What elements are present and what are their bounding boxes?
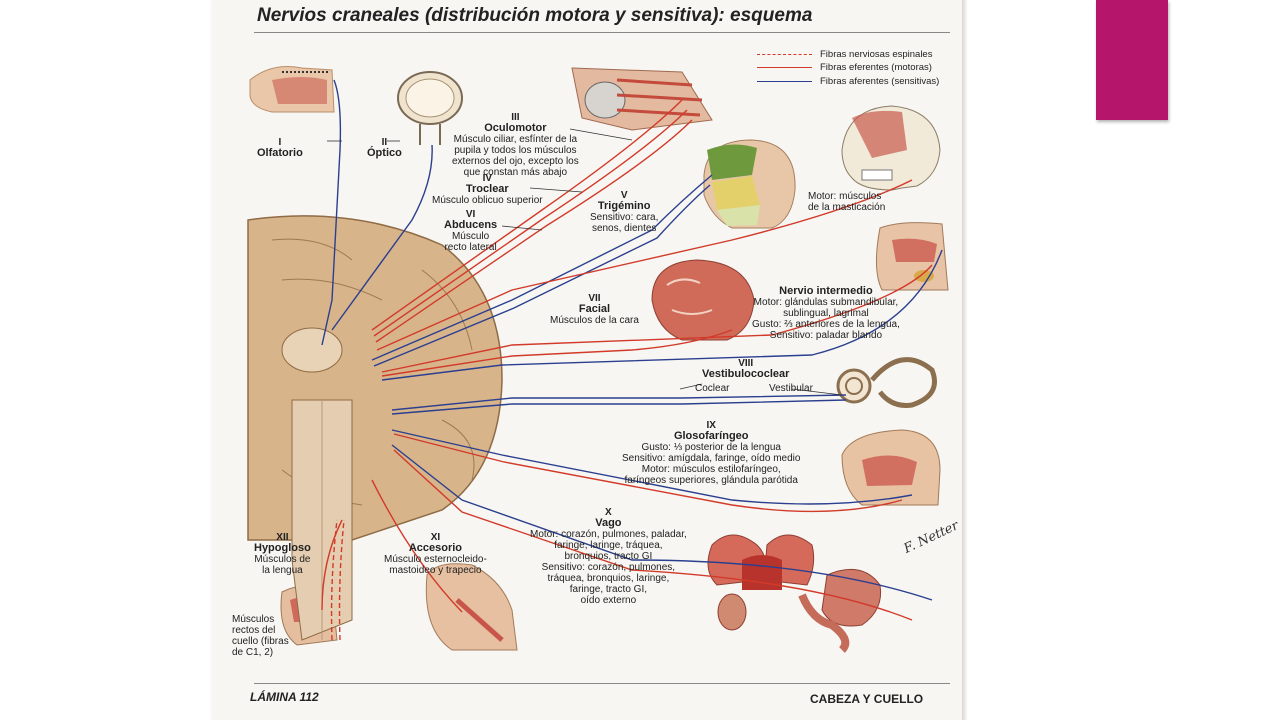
- label-coclear: Coclear: [695, 383, 730, 394]
- oral-cavity-illustration: [875, 222, 949, 291]
- label-trigemino: V Trigémino Sensitivo: cara, senos, dien…: [590, 190, 659, 234]
- label-neck-muscles: Músculos rectos del cuello (fibras de C1…: [232, 614, 289, 658]
- legend-spinal: Fibras nerviosas espinales: [757, 49, 932, 60]
- label-troclear: IV Troclear Músculo oblicuo superior: [432, 173, 543, 206]
- motor-pathways: [321, 99, 933, 621]
- nose-illustration: [249, 66, 335, 113]
- legend-sensory-swatch: [757, 80, 812, 82]
- legend-motor: Fibras eferentes (motoras): [757, 62, 932, 73]
- legend-sensory: Fibras aferentes (sensitivas): [757, 76, 939, 87]
- label-leaders: [327, 128, 843, 396]
- trigeminal-head: [703, 139, 796, 229]
- orbit-illustration: [571, 67, 713, 131]
- sensory-pathways: [321, 79, 943, 601]
- plate-title: Nervios craneales (distribución motora y…: [257, 5, 813, 26]
- label-optico: II Óptico: [367, 137, 402, 159]
- accent-block: [1096, 0, 1168, 120]
- legend-motor-swatch: [757, 66, 812, 68]
- label-abducens: VI Abducens Músculo recto lateral: [444, 209, 498, 253]
- inner-ear-illustration: [836, 357, 937, 408]
- label-vago: X Vago Motor: corazón, pulmones, paladar…: [530, 507, 687, 606]
- brain-base: [247, 215, 503, 641]
- label-olfatorio: I Olfatorio: [257, 137, 303, 159]
- pharynx-illustration: [841, 429, 941, 506]
- legend-dashed-swatch: [757, 53, 812, 55]
- atlas-page: Nervios craneales (distribución motora y…: [212, 0, 962, 720]
- label-vestibulococlear: VIII Vestibulococlear: [702, 358, 790, 380]
- cranial-nerves-illustration: [212, 66, 962, 675]
- label-trigemino-motor: Motor: músculos de la masticación: [808, 191, 886, 213]
- label-nervio-intermedio: Nervio intermedio Motor: glándulas subma…: [752, 285, 900, 342]
- label-accesorio: XI Accesorio Músculo esternocleido- mast…: [384, 532, 487, 576]
- neck-accessory-illustration: [425, 563, 518, 651]
- plate-number: LÁMINA 112: [250, 690, 319, 704]
- label-oculomotor: III Oculomotor Músculo ciliar, esfínter …: [452, 112, 579, 178]
- title-rule: [254, 32, 950, 33]
- viscera-illustration: [707, 534, 882, 653]
- spinal-pathways: [330, 519, 345, 641]
- footer-rule: [254, 683, 950, 684]
- section-name: CABEZA Y CUELLO: [810, 692, 924, 706]
- label-glosofaringeo: IX Glosofaríngeo Gusto: ⅓ posterior de l…: [622, 420, 801, 486]
- label-hipogloso: XII Hypogloso Músculos de la lengua: [254, 532, 311, 576]
- skull-illustration: [841, 105, 941, 191]
- eye-illustration: [397, 71, 463, 145]
- page-edge: [962, 0, 968, 720]
- facial-head: [651, 259, 755, 341]
- label-facial: VII Facial Músculos de la cara: [550, 293, 639, 326]
- label-vestibular: Vestibular: [769, 383, 813, 394]
